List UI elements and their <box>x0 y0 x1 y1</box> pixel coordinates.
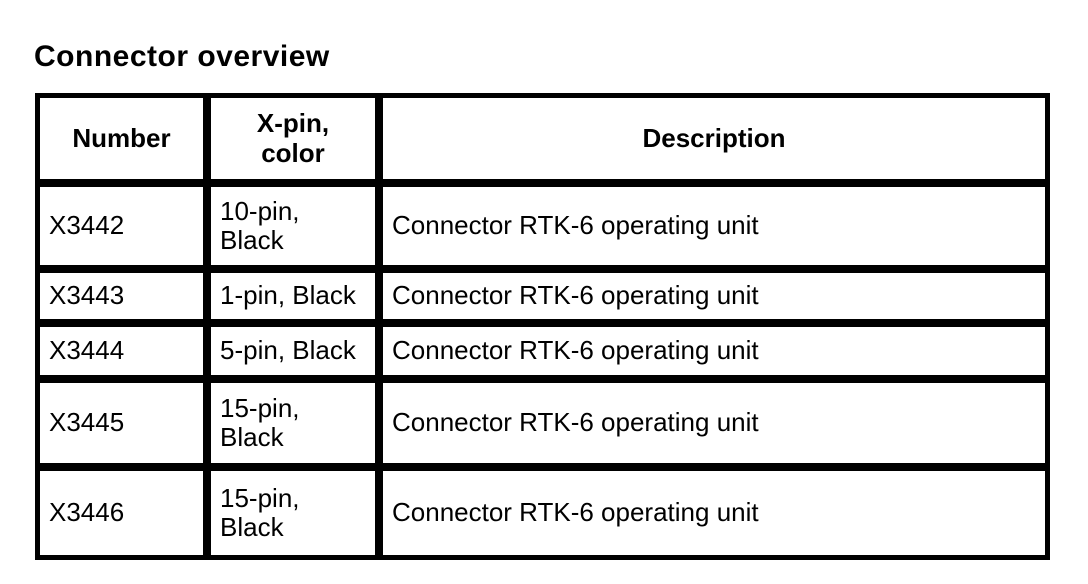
table-row: X3442 10-pin, Black Connector RTK-6 oper… <box>36 183 1049 269</box>
cell-number: X3442 <box>36 183 207 269</box>
table-row: X3443 1-pin, Black Connector RTK-6 opera… <box>36 269 1049 323</box>
table-header-row: Number X-pin, color Description <box>36 94 1049 183</box>
cell-description: Connector RTK-6 operating unit <box>379 269 1049 323</box>
cell-number: X3443 <box>36 269 207 323</box>
table-row: X3444 5-pin, Black Connector RTK-6 opera… <box>36 323 1049 379</box>
table-row: X3446 15-pin, Black Connector RTK-6 oper… <box>36 467 1049 559</box>
cell-description: Connector RTK-6 operating unit <box>379 323 1049 379</box>
cell-description: Connector RTK-6 operating unit <box>379 183 1049 269</box>
cell-description: Connector RTK-6 operating unit <box>379 467 1049 559</box>
cell-pin-color: 1-pin, Black <box>207 269 379 323</box>
table-header-number: Number <box>36 94 207 183</box>
cell-pin-color: 5-pin, Black <box>207 323 379 379</box>
cell-number: X3445 <box>36 379 207 467</box>
page-title: Connector overview <box>34 40 330 74</box>
table-row: X3445 15-pin, Black Connector RTK-6 oper… <box>36 379 1049 467</box>
cell-pin-color: 10-pin, Black <box>207 183 379 269</box>
cell-number: X3446 <box>36 467 207 559</box>
table-header-pin-color: X-pin, color <box>207 94 379 183</box>
table-header-description: Description <box>379 94 1049 183</box>
connector-overview-table: Number X-pin, color Description X3442 10… <box>35 93 1050 560</box>
cell-description: Connector RTK-6 operating unit <box>379 379 1049 467</box>
cell-pin-color: 15-pin, Black <box>207 379 379 467</box>
cell-pin-color: 15-pin, Black <box>207 467 379 559</box>
cell-number: X3444 <box>36 323 207 379</box>
